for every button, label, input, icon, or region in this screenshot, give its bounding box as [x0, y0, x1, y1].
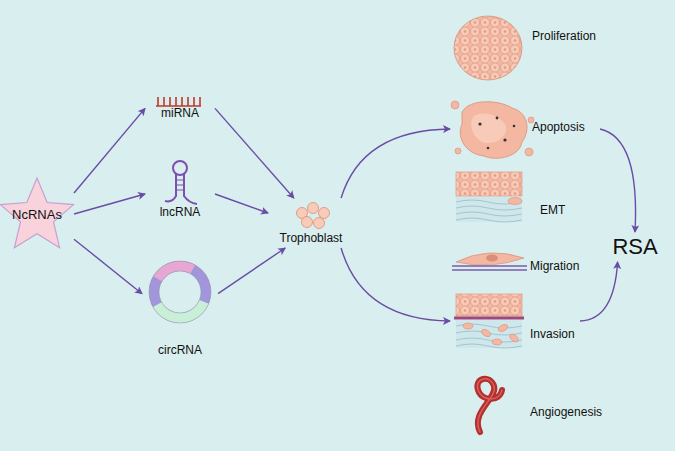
circrna-icon: [149, 261, 211, 323]
circrna-ring: [154, 266, 206, 318]
apoptotic-bubble: [525, 148, 533, 156]
vessel-highlight: [477, 379, 502, 432]
fragment-dot: [513, 125, 516, 128]
circrna-segment: [154, 266, 206, 318]
hairpin-stem: [165, 174, 197, 204]
apoptotic-bubble: [451, 101, 459, 109]
matrix-fibers: [456, 324, 522, 348]
node-label: RSA: [606, 234, 664, 259]
circrna-outline: [159, 271, 201, 313]
circrna-segment: [154, 266, 206, 318]
node-label: NcRNAs: [0, 208, 74, 223]
migrating-cell: [456, 253, 524, 265]
node-label: miRNA: [145, 107, 215, 121]
outcome-node: Proliferation: [450, 12, 610, 88]
cell: [302, 217, 313, 228]
invasion-illustration: [454, 294, 524, 348]
invading-cell: [508, 332, 520, 343]
apoptotic-patch: [471, 114, 506, 143]
node-label: Angiogenesis: [530, 406, 615, 420]
node-label: Apoptosis: [532, 121, 602, 135]
invading-cell: [492, 339, 502, 345]
fragment-dot: [487, 147, 490, 150]
node-label: lncRNA: [145, 206, 215, 220]
apoptosis-cell: [451, 101, 534, 158]
rna-node: miRNA: [145, 88, 215, 122]
flow-arrow: [215, 194, 268, 213]
cell: [308, 203, 319, 214]
star-node: NcRNAs: [0, 172, 74, 256]
emt-illustration: [456, 172, 522, 222]
hairpin-loop: [173, 161, 187, 175]
cell-nucleus: [486, 255, 498, 262]
result-node: RSA: [606, 232, 664, 262]
fragment-dot: [496, 117, 499, 120]
cell: [319, 208, 330, 219]
basement-membrane: [454, 317, 524, 320]
flow-arrow: [341, 248, 450, 321]
migration-illustration: [452, 253, 527, 270]
cell: [314, 218, 325, 229]
outcome-node: Migration: [450, 250, 585, 278]
flow-arrow: [215, 108, 294, 198]
outcome-node: Angiogenesis: [450, 372, 615, 434]
fragment-dot: [503, 138, 506, 141]
flow-arrow: [341, 129, 450, 198]
hairpin-rungs: [176, 180, 184, 190]
outcome-node: Invasion: [450, 290, 580, 352]
proliferation-cells: [454, 16, 522, 80]
apoptotic-body: [460, 102, 527, 159]
mesenchymal-cell: [508, 198, 522, 205]
epithelial-layer: [456, 172, 522, 196]
node-label: Migration: [530, 260, 590, 274]
flow-arrow: [74, 239, 142, 294]
node-label: Invasion: [530, 328, 585, 342]
blood-vessel: [477, 379, 502, 432]
outcome-node: EMT: [450, 168, 580, 230]
trophoblast-layer: [456, 294, 522, 316]
cell-node: Trophoblast: [268, 198, 354, 248]
rna-node: circRNA: [142, 258, 218, 360]
matrix-layer: [456, 197, 522, 222]
node-label: Trophoblast: [268, 232, 354, 246]
rna-node: lncRNA: [145, 152, 215, 222]
circrna-outline: [149, 261, 211, 323]
node-label: Proliferation: [532, 30, 612, 44]
mirna-icon: [156, 97, 201, 106]
node-label: EMT: [540, 204, 580, 218]
invading-cell: [480, 328, 492, 338]
flow-arrow: [218, 248, 285, 294]
outcome-node: Apoptosis: [450, 96, 600, 162]
invading-cell: [463, 323, 473, 329]
lncrna-icon: [165, 161, 197, 204]
flow-arrow: [580, 262, 618, 321]
flow-arrow: [74, 194, 145, 214]
flow-arrow: [74, 108, 145, 193]
flow-arrow: [600, 129, 636, 232]
node-label: circRNA: [142, 344, 218, 358]
migration-track: [452, 266, 527, 270]
trophoblast-cells: [297, 203, 330, 229]
apoptotic-bubble: [455, 148, 461, 154]
decidua-layer: [456, 320, 522, 348]
star-outline: [0, 178, 73, 248]
invading-cell: [497, 323, 509, 333]
fragment-dot: [478, 122, 481, 125]
